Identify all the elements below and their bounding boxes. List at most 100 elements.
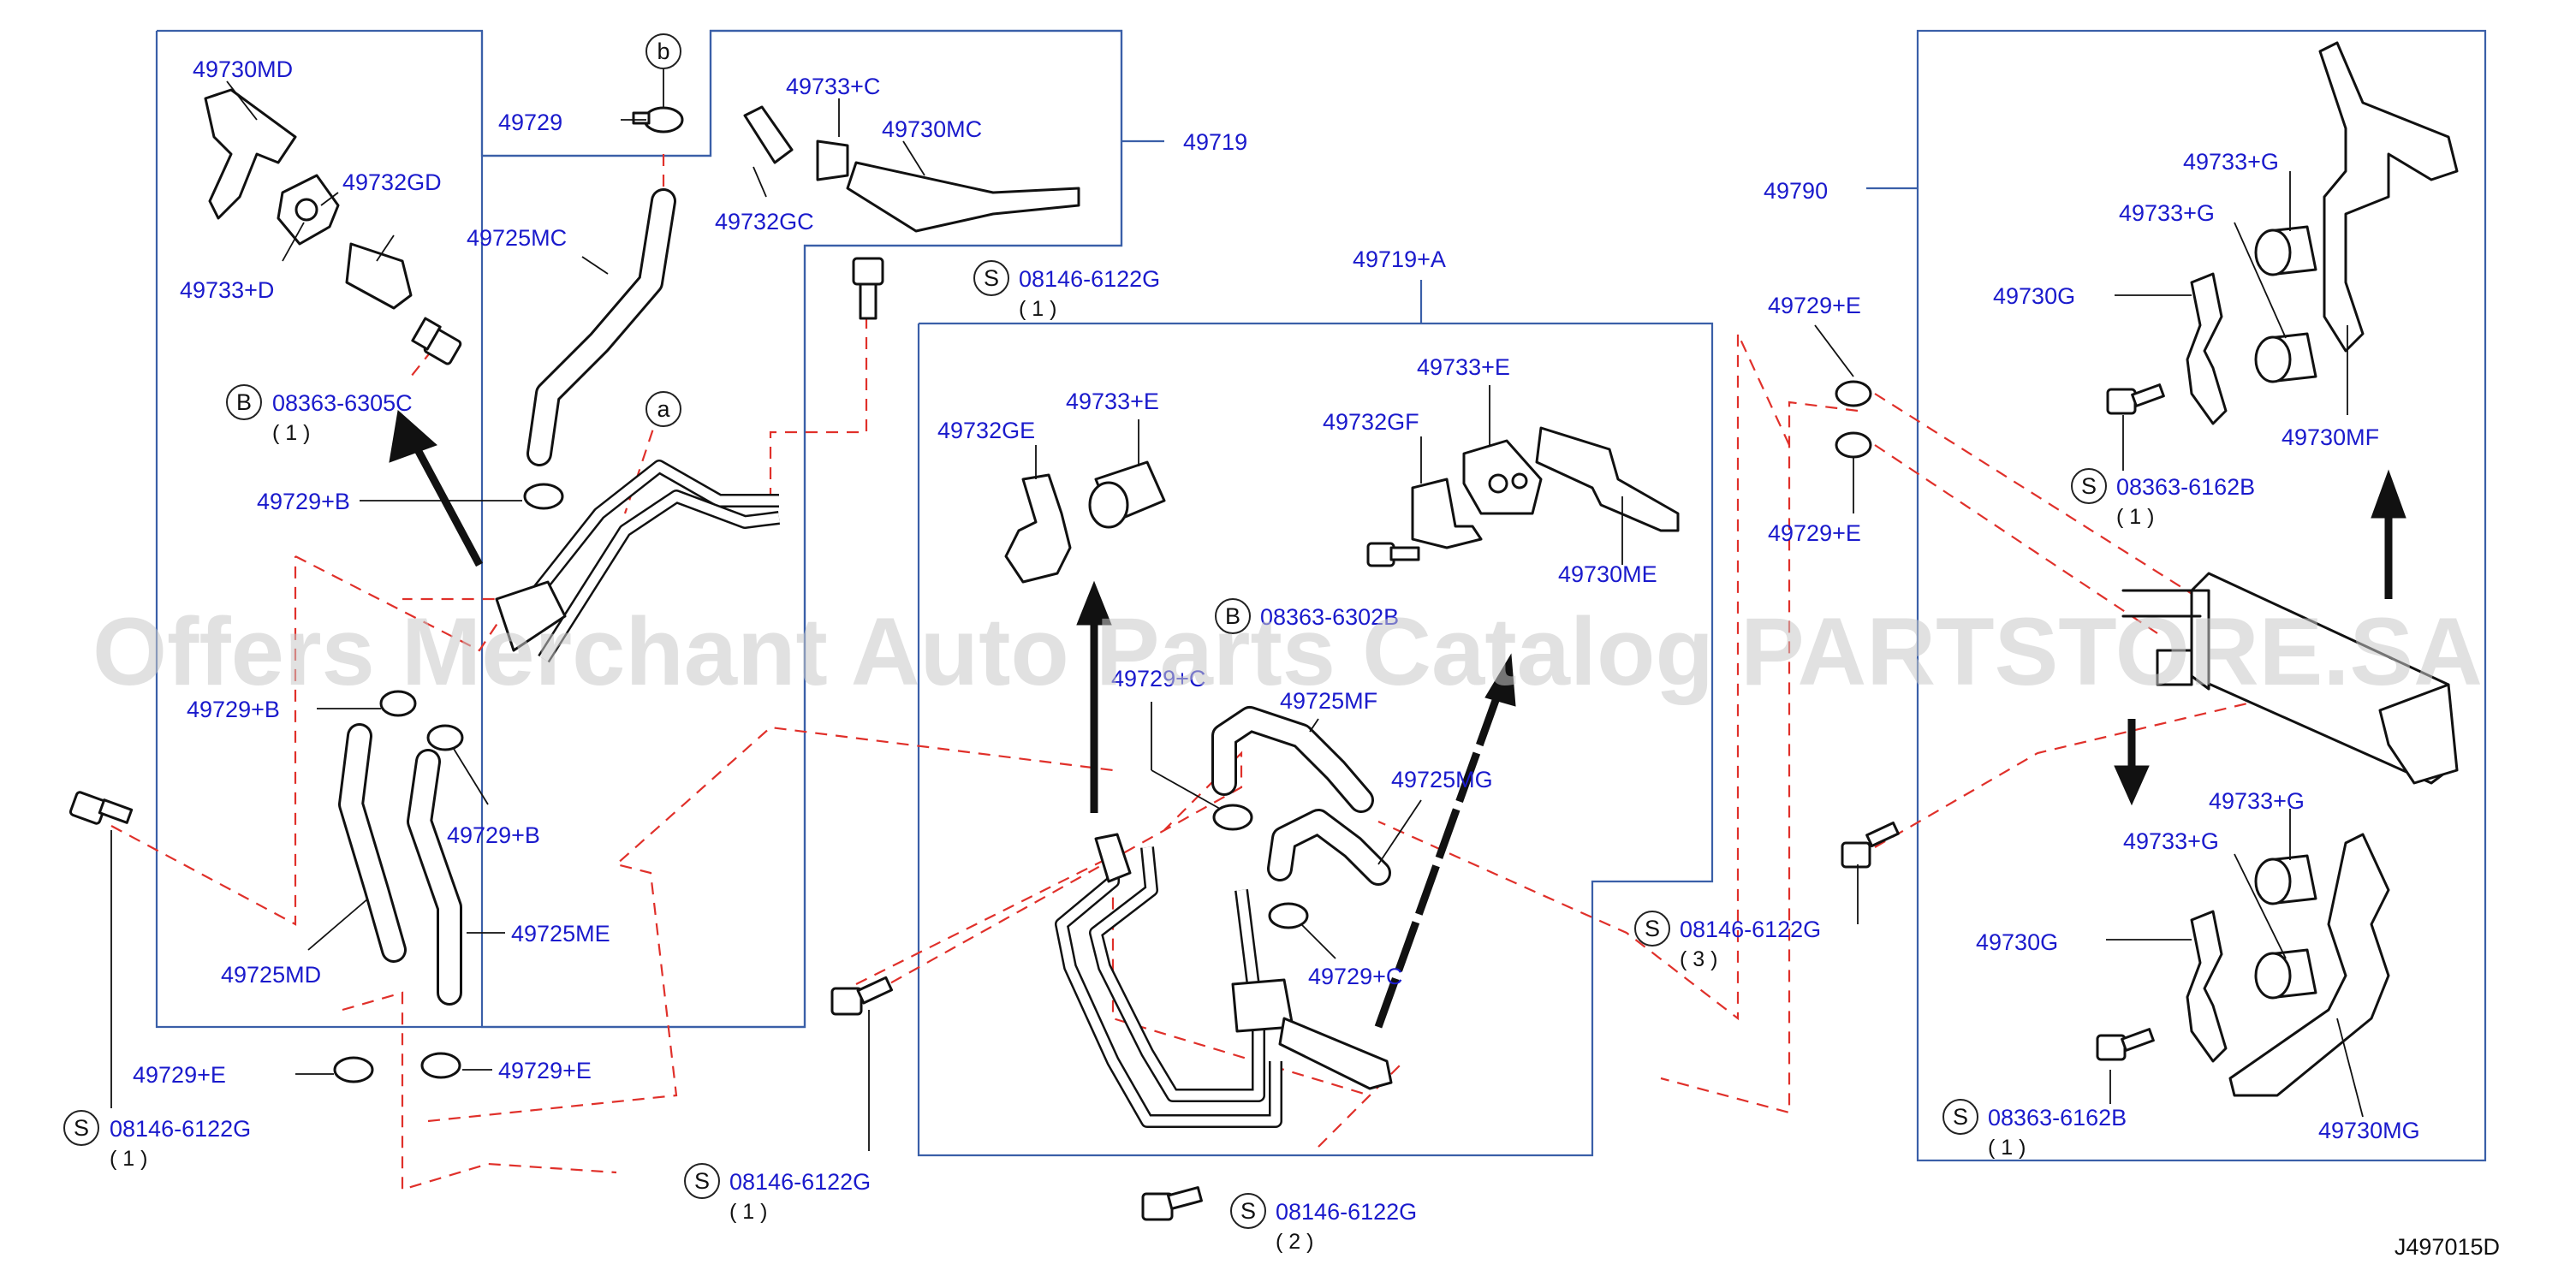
circle-S-2 [63,1110,99,1146]
fastener-4-part: 08146-6122G [729,1169,871,1195]
frame-49790 [1916,29,2487,1162]
rubber-49733g-3 [2254,854,2317,905]
label-49729b-1: 49729+B [257,489,350,514]
label-49732gc: 49732GC [715,209,814,234]
label-49732gf: 49732GF [1323,409,1419,435]
watermark-text: Offers Merchant Auto Parts Catalog PARTS… [92,598,2483,705]
clamp-49730g-1 [2186,272,2228,425]
fastener-5-part: 08146-6122G [1276,1199,1417,1225]
label-49730mg: 49730MG [2318,1118,2420,1143]
right-box-parts [1835,41,2459,1097]
fastener-7-part: 08146-6122G [1680,917,1821,942]
label-49730g-1: 49730G [1993,283,2075,309]
circle-S-6-text: S [2081,473,2097,499]
clamp-49733c [743,105,794,164]
label-49730me: 49730ME [1558,561,1657,587]
dash-mid-2 [855,854,1371,1097]
clamp-49733d [345,242,413,310]
circle-S-6 [2071,468,2107,504]
label-49725mf: 49725MF [1280,688,1377,714]
label-49733e-1: 49733+E [1066,389,1159,414]
label-49733g-1: 49733+G [2183,149,2279,175]
label-49733g-4: 49733+G [2123,828,2219,854]
dash-mid-1 [427,726,1114,1123]
fastener-1-part: 08363-6305C [272,390,413,416]
ref-b-text: b [657,39,669,64]
fastener-8-part: 08363-6162B [2116,474,2255,500]
clip-49729e-1 [333,1056,374,1083]
rubber-49733g-4 [2254,948,2317,1000]
label-49730md: 49730MD [193,56,293,82]
diagram-code: J497015D [2395,1234,2500,1260]
middle-parts [830,257,1680,1221]
fastener-1-qty: ( 1 ) [272,421,310,445]
arrow-down-head [2114,765,2150,806]
bolt-08146-6122g-4 [1141,1186,1203,1221]
label-49730g-2: 49730G [1976,929,2058,955]
leader-lines [110,68,2364,1151]
bracket-49730md [204,88,297,220]
label-49732ge: 49732GE [937,418,1035,443]
clip-49729b-2 [379,690,417,717]
circle-S-1 [973,260,1009,296]
circle-S-3-text: S [694,1168,710,1194]
ref-circle-a [645,391,681,427]
dash-right-2 [1660,401,1859,1114]
fastener-3-part: 08146-6122G [110,1116,251,1142]
bracket-49730mf [2318,41,2459,353]
bolt-08363-6305c [411,317,462,365]
label-49729b-2: 49729+B [187,697,280,722]
direction-arrows [389,410,2406,1029]
clip-49729c-2 [1268,902,1309,929]
clip-49729b-3 [426,724,464,751]
bolt-08146-6122g-5 [1841,821,1900,869]
rubber-49733g-1 [2254,225,2317,276]
circle-S-4-text: S [1240,1198,1256,1224]
label-49729: 49729 [498,110,562,135]
oil-cooler [2121,572,2459,785]
fastener-6-part: 08363-6302B [1260,604,1399,630]
fastener-labels: 08363-6305C ( 1 ) 08146-6122G ( 1 ) 0814… [110,266,2255,1254]
circle-S-4 [1230,1193,1266,1229]
clamp-49730g-2 [2186,910,2228,1063]
label-49733g-2: 49733+G [2119,200,2215,226]
pipe-bracket [1278,1017,1393,1090]
dash-left-2 [110,556,297,926]
clip-49729e-3 [1835,380,1872,407]
pad-49732ge [1004,473,1072,584]
fastener-3-qty: ( 1 ) [110,1147,147,1171]
label-49730mf: 49730MF [2282,424,2379,450]
label-49725md: 49725MD [221,962,321,988]
bolt-08146-6122g-3 [830,976,894,1016]
label-49729c-2: 49729+C [1308,964,1402,989]
label-49733d: 49733+D [180,277,274,303]
bracket-49730mg [2228,833,2390,1097]
circle-B-2 [1215,598,1251,634]
circle-B-1 [226,384,262,420]
fastener-2-qty: ( 1 ) [1019,297,1056,321]
dash-right-4 [1874,444,2158,634]
bolt-08363-6162b-1 [2106,383,2165,415]
pipe-left-block [495,580,567,652]
fastener-4-qty: ( 1 ) [729,1200,767,1224]
fastener-8-qty: ( 1 ) [2116,505,2154,529]
arrow-up-head [2371,469,2406,519]
frame-49719-left [155,29,1123,1029]
circle-S-1-text: S [984,265,999,291]
clip-49729e-4 [1835,431,1872,459]
label-49729b-3: 49729+B [447,822,540,848]
rubber-49733e-1 [1088,460,1166,529]
pipe-assembly-2 [1089,846,1265,1102]
bracket-49730mc [846,161,1080,233]
dash-left-3 [342,991,617,1191]
circle-S-5 [1634,911,1670,947]
pad-hole [294,198,318,222]
reference-lines [110,154,2364,1191]
clip-49729e-2 [420,1052,461,1079]
pad-49732gf [1411,478,1483,549]
fastener-2-part: 08146-6122G [1019,266,1160,292]
dash-right-5 [1874,674,2364,848]
circle-S-7-text: S [1953,1104,1968,1130]
clamp-49733c-b [816,139,849,181]
label-49733c: 49733+C [786,74,880,99]
